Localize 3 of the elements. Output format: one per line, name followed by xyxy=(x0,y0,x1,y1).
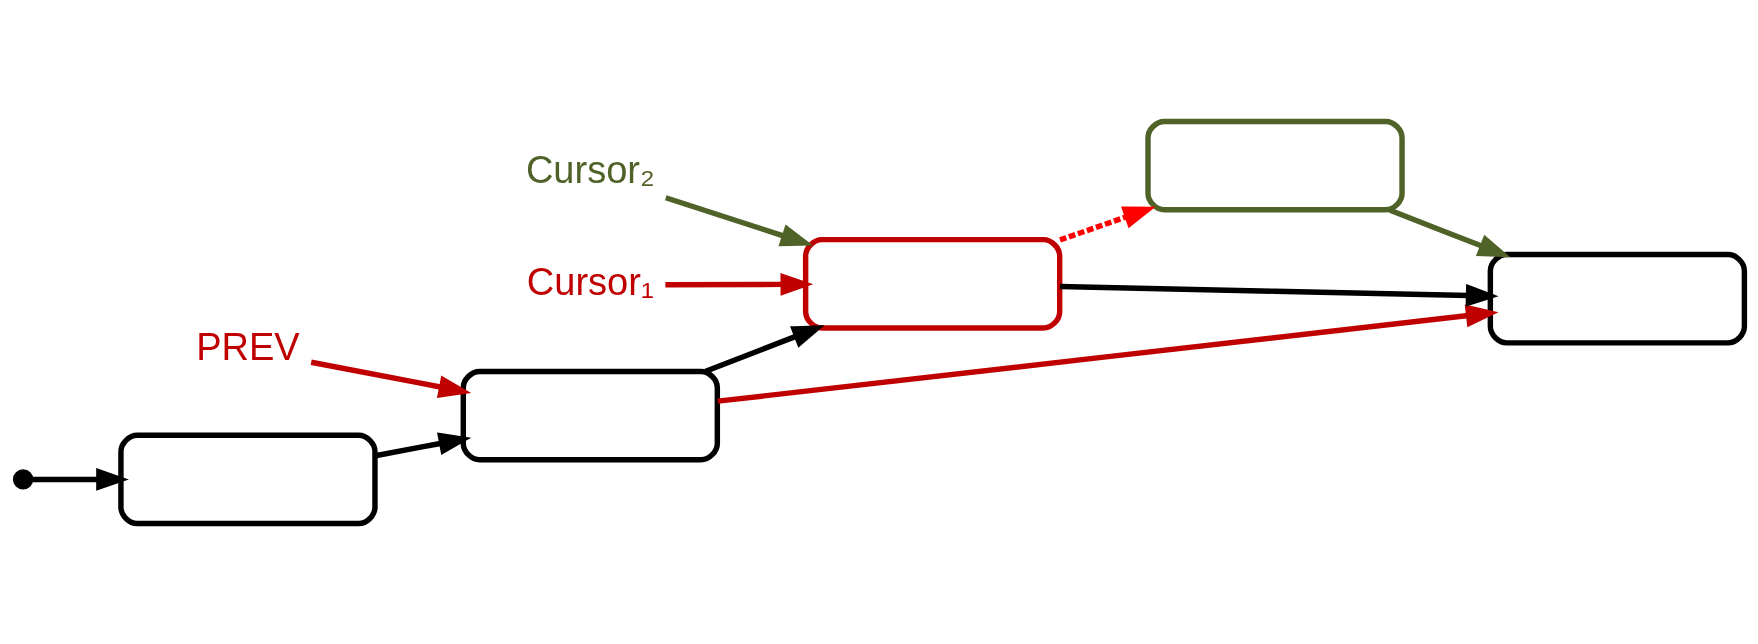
node-text: Cursor₁ xyxy=(526,260,654,303)
node-text: Cursor₂ xyxy=(525,148,655,191)
node-text: PREV xyxy=(196,325,300,368)
